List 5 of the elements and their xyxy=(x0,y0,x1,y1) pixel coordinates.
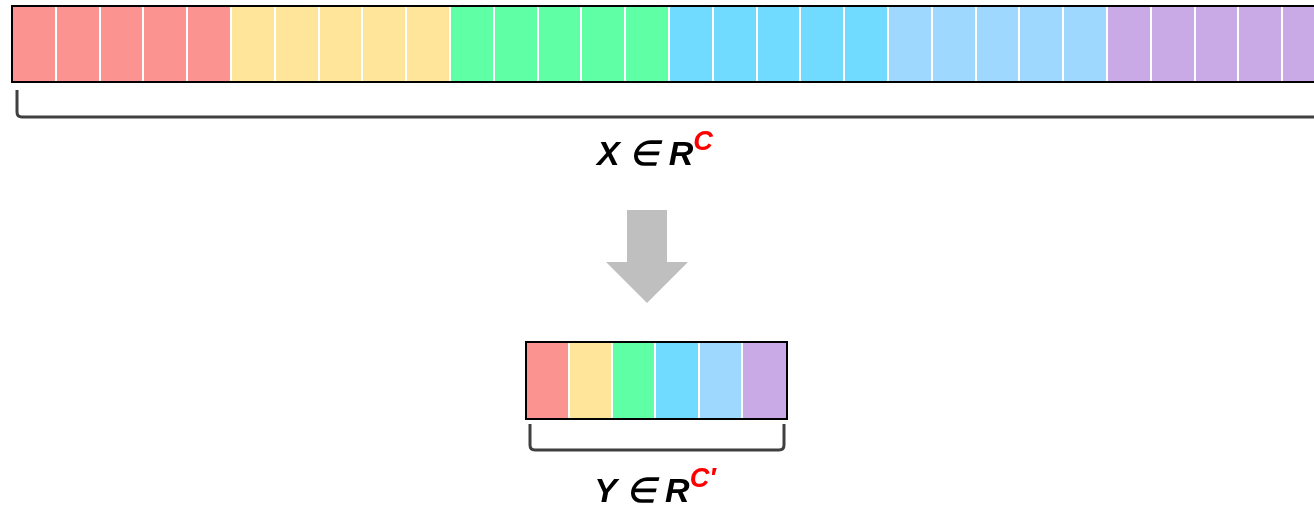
feature-vector-bar xyxy=(525,341,788,420)
math-label: Y ∈ R$^{C′}$ xyxy=(594,470,716,510)
math-label: X ∈ R$^{C}$ xyxy=(597,133,713,173)
feature-vector-bar xyxy=(11,5,1314,83)
block-arrow xyxy=(606,210,688,303)
